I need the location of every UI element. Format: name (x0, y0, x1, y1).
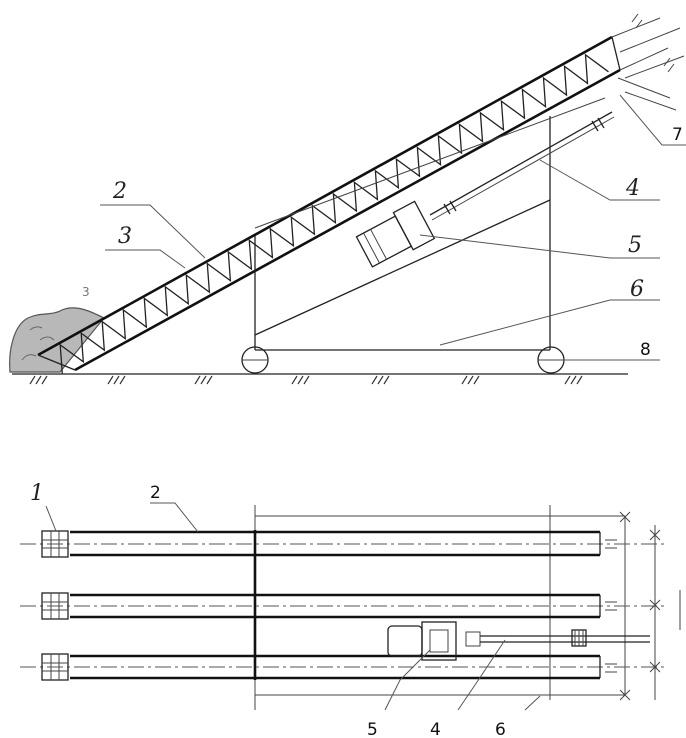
plan-dimension-marks (605, 511, 681, 701)
label-8-side: 8 (640, 340, 651, 360)
material-pile (9, 307, 105, 373)
label-4-side: 4 (625, 176, 640, 201)
side-view: 2 3 3 4 5 6 7 8 (9, 13, 686, 385)
label-5-side: 5 (628, 233, 642, 258)
plan-tube-2 (20, 593, 665, 619)
plan-view: 1 2 5 4 6 (20, 481, 681, 738)
label-1-plan: 1 (30, 481, 44, 506)
upper-end-detail (611, 13, 685, 111)
label-6-plan: 6 (495, 720, 506, 738)
support-frame (254, 97, 606, 351)
label-7-side: 7 (672, 125, 683, 145)
plan-end-caps (41, 530, 69, 681)
screw-auger (59, 53, 609, 374)
plan-tube-1 (20, 530, 665, 557)
label-3-side: 3 (118, 224, 132, 249)
label-5-plan: 5 (367, 720, 378, 738)
side-leaders (100, 94, 686, 361)
drive-motor-plan (387, 621, 650, 661)
drive-shaft-side (429, 111, 615, 221)
label-2-side: 2 (112, 179, 127, 204)
label-3-pile: 3 (82, 285, 90, 299)
drive-motor-side (355, 200, 436, 268)
ground-hatching (29, 375, 583, 385)
plan-leaders (45, 502, 541, 711)
screw-tube (37, 35, 621, 372)
label-2-plan: 2 (150, 483, 161, 503)
label-6-side: 6 (630, 277, 644, 302)
label-4-plan: 4 (430, 720, 441, 738)
pile-texture (21, 326, 55, 361)
plan-tube-3 (20, 654, 665, 680)
